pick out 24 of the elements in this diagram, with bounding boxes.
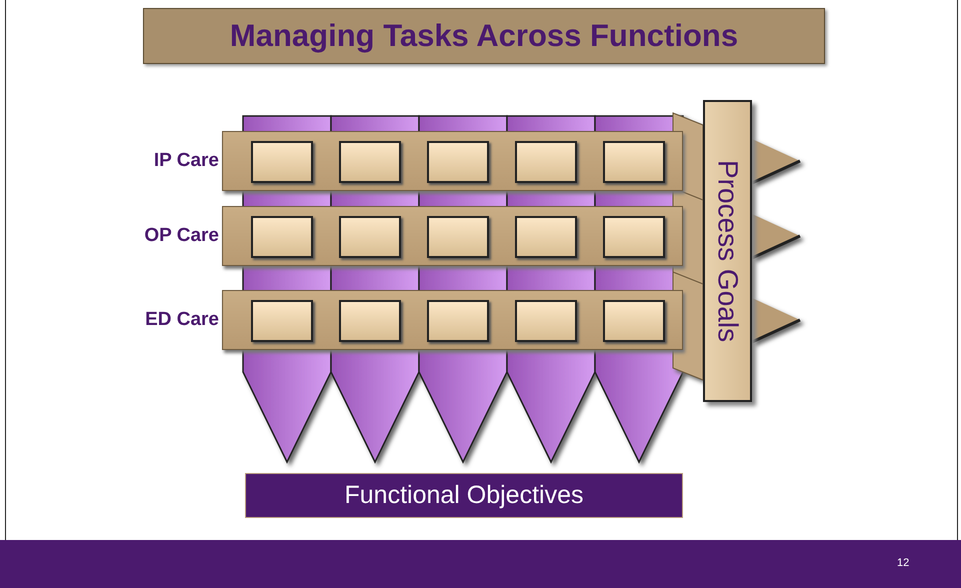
page-number: 12 <box>897 557 910 569</box>
box-label: Process Goals <box>712 160 744 342</box>
task-box <box>427 141 489 183</box>
task-box <box>515 216 577 258</box>
process-label: OP Care <box>144 225 219 247</box>
slide-title: Managing Tasks Across Functions <box>143 8 825 64</box>
task-box <box>251 141 313 183</box>
task-box <box>339 141 401 183</box>
task-box <box>603 141 665 183</box>
task-box <box>603 216 665 258</box>
task-box <box>251 216 313 258</box>
process-label: ED Care <box>145 309 219 331</box>
task-box <box>251 300 313 342</box>
box-label: Functional Objectives <box>344 481 584 510</box>
task-box <box>603 300 665 342</box>
task-box <box>339 216 401 258</box>
task-box <box>515 300 577 342</box>
task-box <box>427 300 489 342</box>
process-label: IP Care <box>154 150 219 172</box>
functional-objectives-box <box>245 473 683 518</box>
task-box <box>427 216 489 258</box>
task-box <box>515 141 577 183</box>
task-box <box>339 300 401 342</box>
process-goals-box <box>703 100 752 402</box>
